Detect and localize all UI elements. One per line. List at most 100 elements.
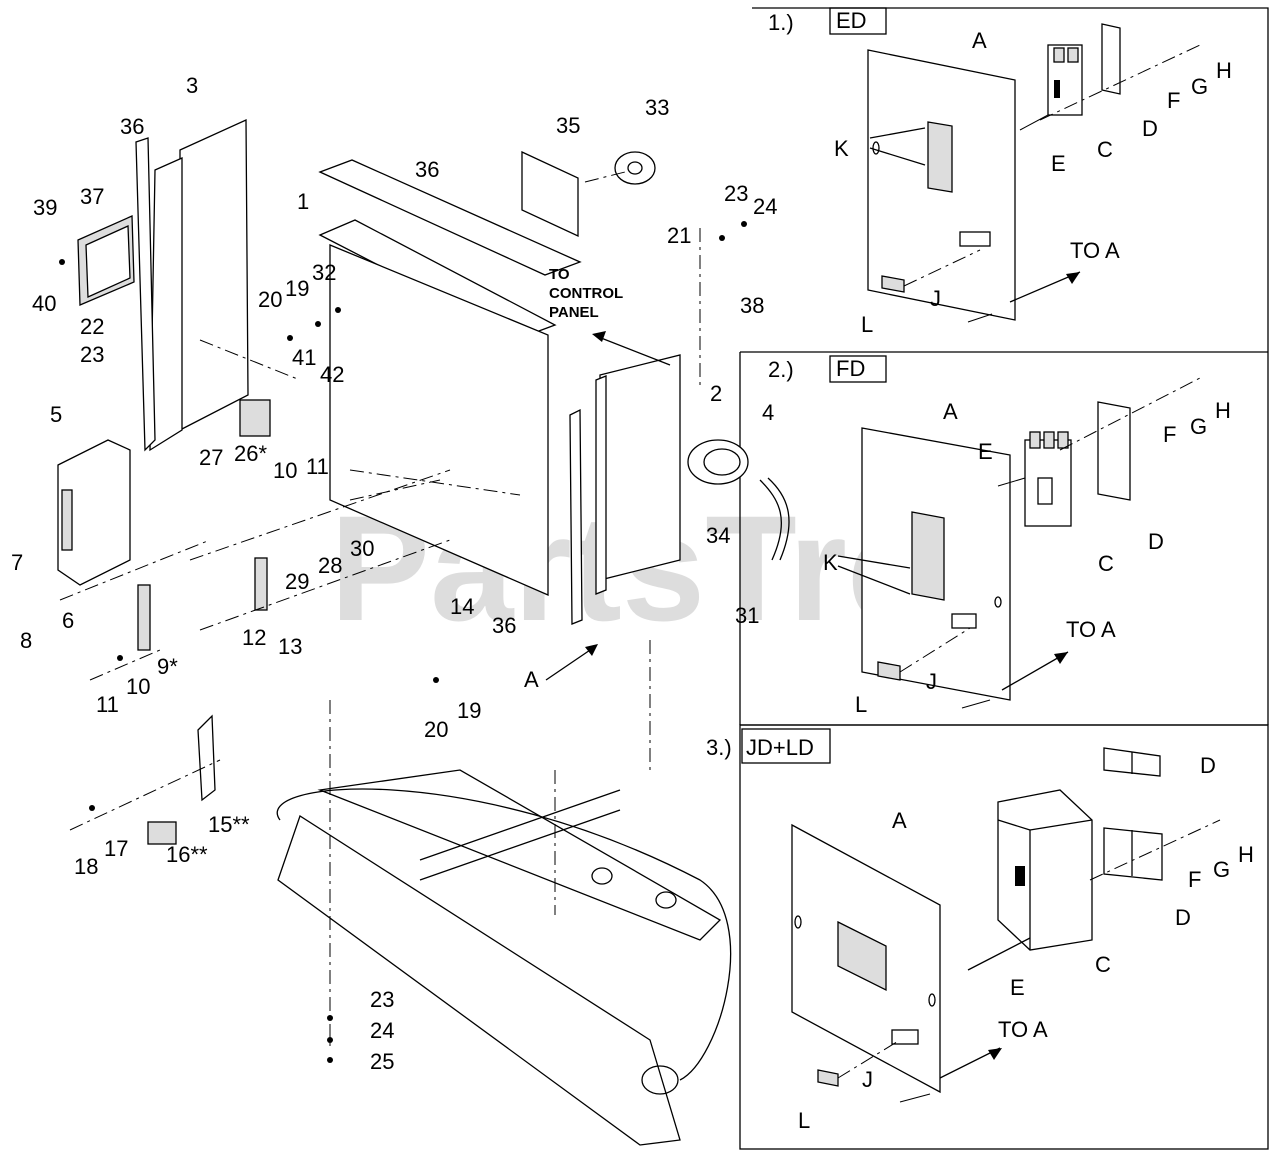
jdld-label-H: H bbox=[1238, 842, 1254, 867]
callout-40: 40 bbox=[32, 291, 56, 316]
main-exploded-drawing bbox=[57, 118, 790, 1146]
ed-label-J: J bbox=[930, 286, 941, 311]
callout-19a: 19 bbox=[285, 276, 309, 301]
callout-36c: 36 bbox=[492, 613, 516, 638]
jdld-label-E: E bbox=[1010, 975, 1025, 1000]
main-callouts: 1 2 3 4 5 6 7 8 9* 10 10 11 11 12 13 14 … bbox=[11, 73, 777, 1074]
callout-24b: 24 bbox=[370, 1018, 394, 1043]
callout-13: 13 bbox=[278, 634, 302, 659]
fd-label-A: A bbox=[943, 399, 958, 424]
inset-frames bbox=[739, 7, 1269, 1150]
jdld-label-F: F bbox=[1188, 867, 1201, 892]
callout-25: 25 bbox=[370, 1049, 394, 1074]
callout-24a: 24 bbox=[753, 194, 777, 219]
inset-fd-title: FD bbox=[836, 356, 865, 381]
callout-38: 38 bbox=[740, 293, 764, 318]
callout-7: 7 bbox=[11, 550, 23, 575]
fd-label-F: F bbox=[1163, 422, 1176, 447]
callout-20a: 20 bbox=[258, 287, 282, 312]
jdld-label-L: L bbox=[798, 1108, 810, 1133]
callout-17: 17 bbox=[104, 836, 128, 861]
inset-ed-title: ED bbox=[836, 8, 867, 33]
note-to: TO bbox=[549, 266, 570, 283]
callout-10b: 10 bbox=[273, 458, 297, 483]
callout-31: 31 bbox=[735, 603, 759, 628]
ed-label-L: L bbox=[861, 312, 873, 337]
fd-label-C: C bbox=[1098, 551, 1114, 576]
callout-33: 33 bbox=[645, 95, 669, 120]
jdld-to-a: TO A bbox=[998, 1017, 1048, 1042]
fd-label-G: G bbox=[1190, 414, 1207, 439]
fd-label-L: L bbox=[855, 692, 867, 717]
callout-32: 32 bbox=[312, 260, 336, 285]
ed-to-a: TO A bbox=[1070, 238, 1120, 263]
inset-fd-number: 2.) bbox=[768, 357, 794, 382]
callout-18: 18 bbox=[74, 854, 98, 879]
fd-to-a: TO A bbox=[1066, 617, 1116, 642]
callout-8: 8 bbox=[20, 628, 32, 653]
callout-23a: 23 bbox=[80, 342, 104, 367]
callout-6: 6 bbox=[62, 608, 74, 633]
jdld-label-A: A bbox=[892, 808, 907, 833]
callout-3: 3 bbox=[186, 73, 198, 98]
fd-label-E: E bbox=[978, 439, 993, 464]
inset-jdld-drawing bbox=[791, 747, 1221, 1103]
jdld-label-G: G bbox=[1213, 857, 1230, 882]
inset-ed-labels: 1.) ED A D C E F G H J K L TO A bbox=[768, 8, 1232, 337]
callout-12: 12 bbox=[242, 625, 266, 650]
jdld-label-D2: D bbox=[1175, 905, 1191, 930]
callout-4: 4 bbox=[762, 400, 774, 425]
callout-36b: 36 bbox=[415, 157, 439, 182]
jdld-label-J: J bbox=[862, 1067, 873, 1092]
callout-35: 35 bbox=[556, 113, 580, 138]
inset-jdld-labels: 3.) JD+LD A C D D E F G H J L TO A bbox=[706, 735, 1254, 1133]
callout-23b: 23 bbox=[724, 181, 748, 206]
note-panel: PANEL bbox=[549, 304, 599, 321]
callout-10a: 10 bbox=[126, 674, 150, 699]
inset-jdld-title: JD+LD bbox=[746, 735, 814, 760]
callout-30: 30 bbox=[350, 536, 374, 561]
callout-19b: 19 bbox=[457, 698, 481, 723]
callout-41: 41 bbox=[292, 345, 316, 370]
callout-42: 42 bbox=[320, 362, 344, 387]
ed-label-H: H bbox=[1216, 58, 1232, 83]
callout-27: 27 bbox=[199, 445, 223, 470]
callout-11a: 11 bbox=[96, 692, 119, 717]
inset-ed-number: 1.) bbox=[768, 10, 794, 35]
inset-ed-drawing bbox=[867, 23, 1201, 323]
ed-label-C: C bbox=[1097, 137, 1113, 162]
callout-34: 34 bbox=[706, 523, 730, 548]
ed-label-K: K bbox=[834, 136, 849, 161]
inset-jdld-number: 3.) bbox=[706, 735, 732, 760]
fd-label-J: J bbox=[926, 669, 937, 694]
callout-37: 37 bbox=[80, 184, 104, 209]
callout-26: 26* bbox=[234, 441, 267, 466]
callout-14: 14 bbox=[450, 594, 474, 619]
inset-fd-drawing bbox=[837, 377, 1201, 709]
ed-label-F: F bbox=[1167, 88, 1180, 113]
inset-fd-labels: 2.) FD A C D E F G H J K L TO A bbox=[768, 356, 1231, 717]
callout-28: 28 bbox=[318, 553, 342, 578]
jdld-label-D1: D bbox=[1200, 753, 1216, 778]
note-control: CONTROL bbox=[549, 285, 623, 302]
callout-11b: 11 bbox=[306, 454, 329, 479]
jdld-label-C: C bbox=[1095, 952, 1111, 977]
fd-label-K: K bbox=[823, 550, 838, 575]
callout-39: 39 bbox=[33, 195, 57, 220]
callout-23c: 23 bbox=[370, 987, 394, 1012]
callout-20b: 20 bbox=[424, 717, 448, 742]
ed-label-G: G bbox=[1191, 74, 1208, 99]
fd-label-D: D bbox=[1148, 529, 1164, 554]
callout-5: 5 bbox=[50, 402, 62, 427]
callout-16: 16** bbox=[166, 842, 208, 867]
ed-label-A: A bbox=[972, 28, 987, 53]
callout-21: 21 bbox=[667, 223, 691, 248]
callout-2: 2 bbox=[710, 381, 722, 406]
callout-29: 29 bbox=[285, 569, 309, 594]
callout-9: 9* bbox=[157, 654, 178, 679]
fd-label-H: H bbox=[1215, 398, 1231, 423]
ed-label-E: E bbox=[1051, 151, 1066, 176]
callout-15: 15** bbox=[208, 812, 250, 837]
